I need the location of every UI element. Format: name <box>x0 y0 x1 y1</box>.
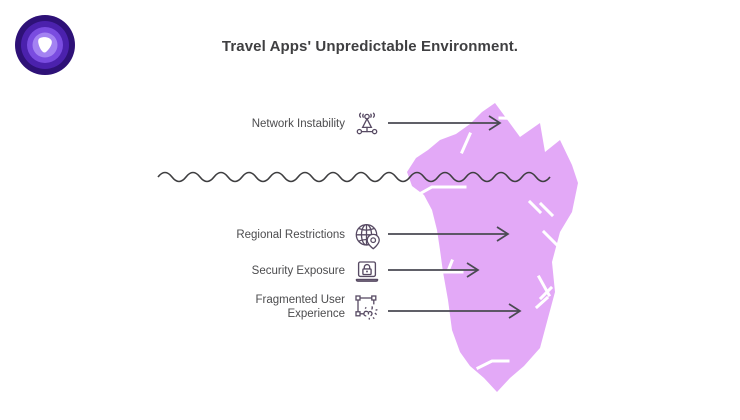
app-logo[interactable] <box>14 14 76 76</box>
item-label: Regional Restrictions <box>236 229 345 241</box>
water-surface-line <box>157 171 551 183</box>
diagram-item-fragmented-user-experience[interactable]: Fragmented User Experience <box>132 292 382 322</box>
connector-arrow-security <box>388 262 480 278</box>
globe-pin-icon <box>355 223 380 250</box>
diagram-item-security-exposure[interactable]: Security Exposure <box>132 256 382 286</box>
item-label: Fragmented User Experience <box>255 294 345 320</box>
diagram-item-regional-restrictions[interactable]: Regional Restrictions <box>132 220 382 250</box>
play-badge-icon <box>15 15 75 75</box>
fragmented-selection-icon <box>355 295 378 320</box>
connector-arrow-regional <box>388 226 510 242</box>
diagram-item-network-instability[interactable]: Network Instability <box>132 109 382 139</box>
laptop-lock-icon <box>355 261 379 282</box>
connector-arrow-network <box>388 115 502 131</box>
page-title: Travel Apps' Unpredictable Environment. <box>221 38 519 55</box>
broadcast-tower-icon <box>356 112 378 135</box>
item-label: Network Instability <box>251 118 345 130</box>
connector-arrow-fragmented <box>388 303 522 319</box>
location-pin-sub-icon <box>366 233 380 250</box>
iceberg-shape <box>402 103 578 392</box>
item-label: Security Exposure <box>251 265 345 277</box>
